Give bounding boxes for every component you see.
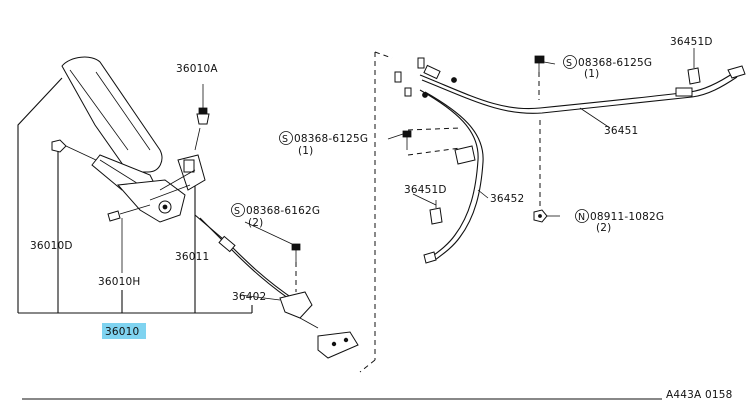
label-08368-6125G-mid: 08368-6125G <box>294 133 368 145</box>
label-36010D: 36010D <box>30 240 73 252</box>
qty-08368-6125G-mid: (1) <box>298 145 313 157</box>
s-prefix-circle-6125-top <box>563 55 577 69</box>
prefix-s-6125-mid: S <box>282 134 288 145</box>
label-36010A: 36010A <box>176 63 218 75</box>
s-prefix-circle-6162 <box>231 203 245 217</box>
prefix-n: N <box>578 212 585 223</box>
brake-lever-handle <box>61 56 163 191</box>
label-36451D-mid: 36451D <box>404 184 447 196</box>
front-cable-36402 <box>194 214 359 359</box>
bracket-frame <box>17 77 253 314</box>
n-prefix-circle <box>575 209 589 223</box>
leader-lines <box>239 48 695 301</box>
end-fittings-icon <box>394 57 425 97</box>
bolt-36010H-icon <box>107 204 151 222</box>
qty-08368-6125G-top: (1) <box>584 68 599 80</box>
label-36451D-top: 36451D <box>670 36 713 48</box>
label-36452: 36452 <box>490 193 524 205</box>
prefix-s-6162: S <box>234 206 240 217</box>
nut-36010D-icon <box>51 139 97 161</box>
s-prefix-circle-6125-mid <box>279 131 293 145</box>
label-36010[interactable]: 36010 <box>105 326 139 338</box>
label-08368-6162G: 08368-6162G <box>246 205 320 217</box>
label-08368-6125G-top: 08368-6125G <box>578 57 652 69</box>
part-36010-highlight <box>102 323 146 339</box>
label-36451: 36451 <box>604 125 638 137</box>
qty-08368-6162G: (2) <box>248 217 263 229</box>
prefix-s-6125-top: S <box>566 58 572 69</box>
bolt-08368-6125G-top-icon <box>534 55 545 100</box>
label-36010H: 36010H <box>98 276 141 288</box>
rear-cable-36452 <box>419 89 484 264</box>
label-36402: 36402 <box>232 291 266 303</box>
dashed-boundary <box>359 51 541 373</box>
bolt-08368-6162G-icon <box>291 243 301 292</box>
label-08911-1082G: 08911-1082G <box>590 211 664 223</box>
bracket-mid-icon <box>454 145 476 165</box>
rear-cable-36451 <box>419 64 746 114</box>
bolt-08368-6125G-mid-icon <box>402 130 412 150</box>
lever-mechanism <box>116 154 206 223</box>
figure-code: A443A 0158 <box>666 389 732 401</box>
label-36011: 36011 <box>175 251 209 263</box>
bolt-36010A-icon <box>194 84 210 151</box>
clip-36451D-top-icon <box>687 60 701 85</box>
qty-08911-1082G: (2) <box>596 222 611 234</box>
clip-36451D-mid-icon <box>429 200 443 225</box>
nut-08911-1082G-icon <box>533 209 548 223</box>
